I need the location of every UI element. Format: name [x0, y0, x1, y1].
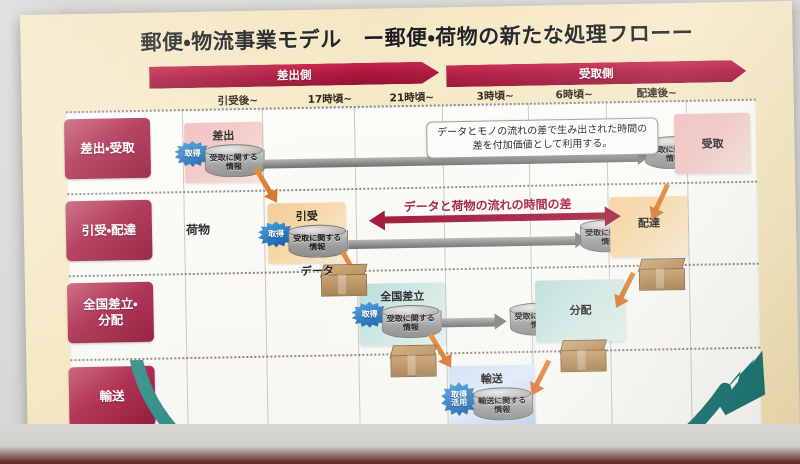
phase-bar-sender-label: 差出側 — [276, 67, 312, 83]
flow-label-parcel: 荷物 — [185, 222, 211, 238]
stage-box-zenkoku-sashitate-label: 全国差立 — [380, 289, 425, 304]
parcel-tape-icon — [337, 274, 347, 295]
row-label-yusou: 輸送 — [68, 365, 156, 428]
phase-bar-receiver: 受取側 — [446, 60, 746, 87]
row-label-hikiuke-haitatsu: 引受・配達 — [65, 199, 153, 262]
parcel-icon — [389, 344, 438, 378]
background-surface-bottom — [0, 424, 800, 464]
timeline-label-2: 21時頃~ — [389, 91, 435, 105]
parcel-icon — [637, 257, 686, 291]
parcel-icon — [559, 339, 607, 373]
row-label-text: 差出・受取 — [80, 140, 135, 157]
arrow-head-left-icon — [368, 209, 386, 231]
datastore-label: 受取に関する 情報 — [209, 152, 258, 172]
stage-box-sashidashi-label: 差出 — [212, 129, 235, 143]
stage-box-uketori-label: 受取 — [701, 137, 724, 151]
datastore-label: 受取に関する 情報 — [386, 313, 435, 333]
stage-box-uketori: 受取 — [673, 112, 752, 175]
data-flow-arrow-row2 — [348, 235, 577, 250]
parcel-tape-icon — [577, 349, 586, 370]
datastore-uketori-info: 受取に関する 情報 — [287, 224, 349, 259]
row-label-text: 全国差立・ 分配 — [83, 296, 138, 328]
arrow-head-right-icon — [604, 205, 621, 226]
flow-label-data: データ — [300, 264, 334, 279]
poster-board: 郵便・物流事業モデル ー郵便・荷物の新たな処理フローー 差出側 受取側 引受後~… — [20, 0, 800, 464]
datastore-label: 輸送に関する 情報 — [478, 395, 527, 415]
time-gap-label: データと荷物の流れの時間の差 — [403, 197, 572, 215]
datastore-uketori-info: 受取に関する 情報 — [204, 143, 266, 179]
grid-row-divider — [67, 180, 758, 196]
phase-bar-sender: 差出側 — [149, 61, 439, 88]
callout-note: データとモノの流れの差で生み出された時間の差を付加価値として利用する。 — [426, 117, 659, 159]
row-label-zenkoku-sashitate-bunpai: 全国差立・ 分配 — [66, 281, 155, 344]
timeline-label-0: 引受後~ — [217, 94, 259, 108]
parcel-tape-icon — [655, 268, 665, 289]
datastore-yusou-info: 輸送に関する 情報 — [472, 386, 534, 422]
page-title: 郵便・物流事業モデル ー郵便・荷物の新たな処理フローー — [140, 20, 694, 55]
row-label-text: 輸送 — [99, 388, 125, 404]
parcel-tape-icon — [407, 354, 416, 376]
timeline-label-4: 6時頃~ — [555, 88, 593, 102]
data-connector-arrow-4 — [534, 359, 552, 387]
data-flow-arrow-row3 — [441, 317, 496, 328]
timeline-label-3: 3時頃~ — [476, 90, 514, 103]
stage-box-yusou-label: 輸送 — [480, 372, 503, 386]
row-label-text: 引受・配達 — [81, 222, 137, 239]
stage-box-bunpai: 分配 — [534, 279, 627, 343]
phase-bar-receiver-label: 受取側 — [578, 66, 614, 81]
timeline-label-5: 配達後~ — [636, 87, 677, 100]
timeline-label-1: 17時頃~ — [307, 93, 353, 106]
row-label-sashidashi-uketori: 差出・受取 — [63, 117, 152, 180]
stage-box-hikiuke-label: 引受 — [295, 209, 318, 224]
